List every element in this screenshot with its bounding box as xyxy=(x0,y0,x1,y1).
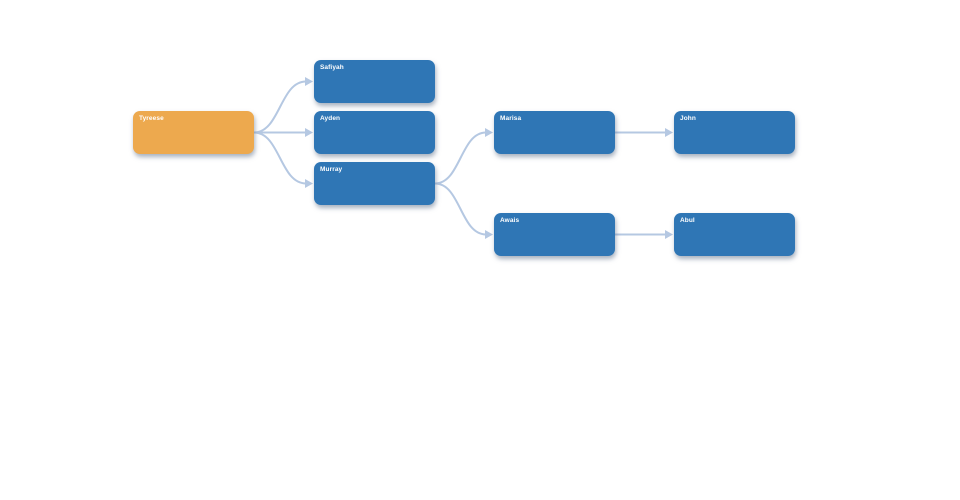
arrowhead-icon xyxy=(485,128,493,137)
node-label-awais: Awais xyxy=(500,217,520,224)
edge-tyreese-murray xyxy=(253,131,307,185)
node-john[interactable]: John xyxy=(674,111,795,154)
node-label-ayden: Ayden xyxy=(320,115,341,122)
node-label-marisa: Marisa xyxy=(500,115,522,122)
node-murray[interactable]: Murray xyxy=(314,162,435,205)
node-label-john: John xyxy=(680,115,696,122)
node-ayden[interactable]: Ayden xyxy=(314,111,435,154)
edge-murray-marisa xyxy=(434,131,487,185)
arrowhead-icon xyxy=(305,77,313,86)
node-label-murray: Murray xyxy=(320,166,343,173)
node-tyreese[interactable]: Tyreese xyxy=(133,111,254,154)
node-awais[interactable]: Awais xyxy=(494,213,615,256)
edge-tyreese-safiyah xyxy=(253,80,307,134)
node-abul[interactable]: Abul xyxy=(674,213,795,256)
arrowhead-icon xyxy=(305,128,313,137)
arrowhead-icon xyxy=(665,128,673,137)
edge-murray-awais xyxy=(434,182,487,236)
node-safiyah[interactable]: Safiyah xyxy=(314,60,435,103)
node-label-abul: Abul xyxy=(680,217,695,224)
arrowhead-icon xyxy=(305,179,313,188)
node-label-safiyah: Safiyah xyxy=(320,64,344,71)
arrowhead-icon xyxy=(485,230,493,239)
node-label-tyreese: Tyreese xyxy=(139,115,164,122)
node-marisa[interactable]: Marisa xyxy=(494,111,615,154)
arrowhead-icon xyxy=(665,230,673,239)
